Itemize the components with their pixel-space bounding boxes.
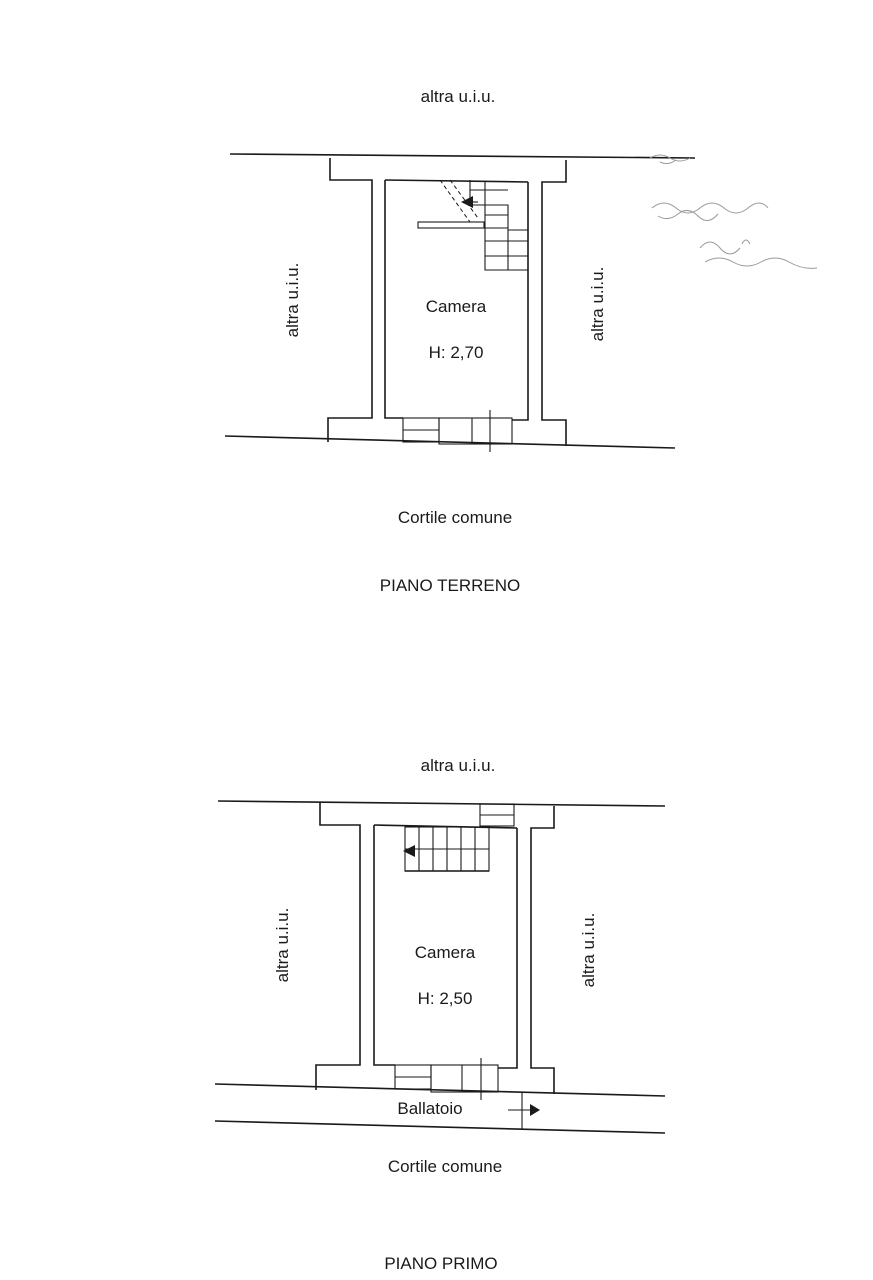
- ground-room-name: Camera: [426, 297, 487, 316]
- ground-room-right-wall: [512, 182, 529, 421]
- ground-stair-dashed-line: [439, 179, 471, 223]
- first-top-boundary-line: [217, 800, 666, 807]
- ground-left-outer-wall: [327, 158, 373, 442]
- ground-stair-arrow-icon: [461, 196, 473, 208]
- ground-top-boundary-line: [229, 153, 696, 159]
- first-staircase: [403, 826, 490, 872]
- ground-stair-handrail: [417, 221, 485, 229]
- ground-staircase: [417, 179, 528, 271]
- first-room-name: Camera: [415, 943, 476, 962]
- first-neighbor-top-label: altra u.i.u.: [421, 756, 496, 775]
- ground-room-height: H: 2,70: [429, 343, 484, 362]
- ground-courtyard-label: Cortile comune: [398, 508, 512, 527]
- ground-right-outer-wall: [541, 160, 567, 446]
- first-room-height: H: 2,50: [418, 989, 473, 1008]
- first-balcony-line: [214, 1083, 666, 1097]
- ground-neighbor-right-label: altra u.i.u.: [588, 267, 607, 342]
- ground-stair-dashed-line: [449, 179, 479, 219]
- first-neighbor-right-label: altra u.i.u.: [579, 913, 598, 988]
- ground-room-top-wall: [384, 179, 529, 183]
- first-room-left-wall: [373, 825, 395, 1066]
- first-room-right-wall: [498, 828, 518, 1069]
- ground-neighbor-left-label: altra u.i.u.: [283, 263, 302, 338]
- first-door: [430, 1064, 499, 1093]
- first-neighbor-left-label: altra u.i.u.: [273, 908, 292, 983]
- first-right-outer-wall: [530, 806, 555, 1094]
- first-balcony-label: Ballatoio: [397, 1099, 462, 1118]
- first-courtyard-label: Cortile comune: [388, 1157, 502, 1176]
- ground-floor-plan: altra u.i.u.: [224, 87, 818, 595]
- ground-bottom-boundary-line: [224, 435, 676, 449]
- ground-floor-title: PIANO TERRENO: [380, 576, 520, 595]
- first-floor-plan: altra u.i.u.: [214, 756, 666, 1273]
- first-floor-title: PIANO PRIMO: [384, 1254, 497, 1273]
- first-bottom-boundary-line: [214, 1120, 666, 1134]
- first-stair-arrow-icon: [403, 845, 415, 857]
- ground-room-left-wall: [384, 180, 403, 419]
- first-left-outer-wall: [315, 803, 361, 1090]
- ground-neighbor-top-label: altra u.i.u.: [421, 87, 496, 106]
- ground-door: [438, 417, 513, 445]
- signature-scribble: [649, 154, 818, 269]
- first-balcony-arrow-icon: [530, 1104, 540, 1116]
